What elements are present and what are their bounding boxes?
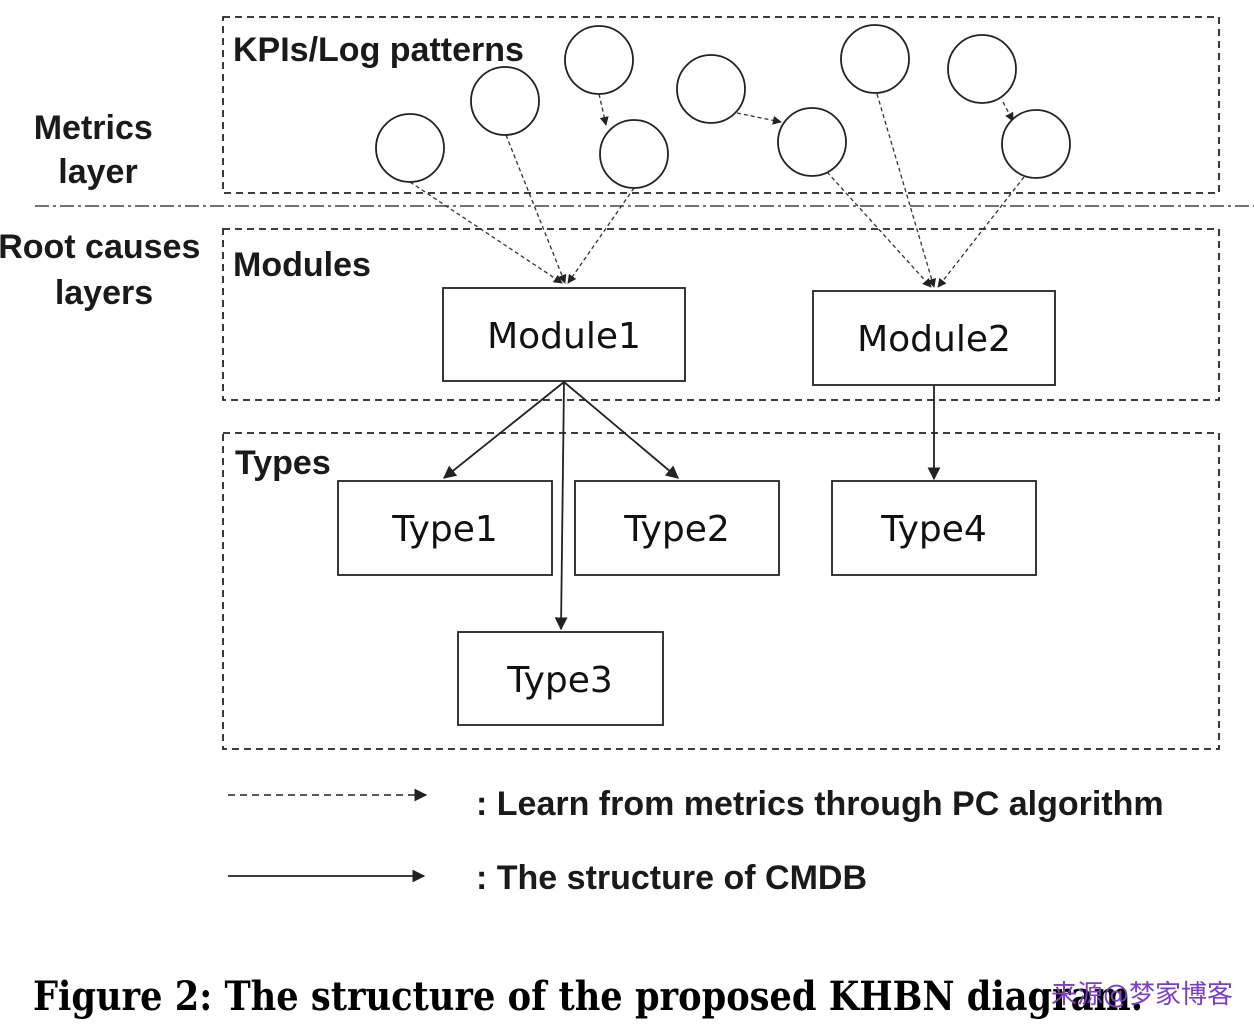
type4-label: Type4 bbox=[880, 509, 987, 550]
cmdb-edge bbox=[554, 381, 568, 631]
root-causes-layer-line-1: Root causes bbox=[0, 228, 200, 266]
legend-dashed-text: : Learn from metrics through PC algorith… bbox=[476, 785, 1164, 823]
metric-node bbox=[375, 113, 445, 183]
metric-node bbox=[777, 107, 847, 177]
figure-caption: Figure 2: The structure of the proposed … bbox=[33, 973, 1143, 1020]
kpis-region bbox=[222, 16, 1220, 194]
learned-edge bbox=[598, 93, 609, 126]
watermark: 来源@梦家博客 bbox=[1051, 980, 1233, 1010]
learned-edge bbox=[736, 112, 782, 125]
module2-label: Module2 bbox=[857, 319, 1011, 360]
metrics-layer-line-2: layer bbox=[58, 153, 137, 191]
type3-label: Type3 bbox=[506, 660, 613, 701]
type1-label: Type1 bbox=[391, 509, 498, 550]
root-causes-layer-line-2: layers bbox=[55, 274, 153, 312]
metric-node bbox=[676, 54, 746, 124]
kpis-region-title: KPIs/Log patterns bbox=[233, 31, 524, 69]
learned-edge bbox=[505, 134, 567, 284]
type2-box bbox=[574, 480, 780, 576]
type1-box bbox=[337, 480, 553, 576]
learned-edge bbox=[567, 187, 635, 284]
type3-box bbox=[457, 631, 664, 726]
learned-edge bbox=[876, 93, 937, 288]
metric-node bbox=[840, 24, 910, 94]
module1-label: Module1 bbox=[487, 316, 641, 357]
learned-edge bbox=[937, 176, 1025, 288]
metric-node bbox=[947, 34, 1017, 104]
learned-edge bbox=[409, 181, 563, 284]
learned-edge bbox=[1002, 101, 1014, 122]
module2-box bbox=[812, 290, 1056, 386]
learned-edges bbox=[409, 93, 1025, 288]
metric-nodes bbox=[375, 24, 1071, 189]
type2-label: Type2 bbox=[623, 509, 730, 550]
metric-node bbox=[599, 119, 669, 189]
types-region-title: Types bbox=[235, 444, 331, 482]
metrics-layer-line-1: Metrics bbox=[34, 109, 153, 147]
cmdb-edges bbox=[442, 381, 941, 631]
legend-solid-text: : The structure of CMDB bbox=[476, 859, 867, 897]
metrics-layer-label: Metrics layer bbox=[34, 109, 163, 191]
cmdb-edge bbox=[442, 381, 565, 479]
metric-node bbox=[564, 25, 634, 95]
metric-node bbox=[1001, 109, 1071, 179]
modules-region-title: Modules bbox=[233, 246, 371, 284]
modules-region bbox=[222, 228, 1220, 401]
module1-box bbox=[442, 287, 686, 382]
type4-box bbox=[831, 480, 1037, 576]
root-causes-layer-label: Root causes layers bbox=[0, 228, 210, 312]
metric-node bbox=[470, 66, 540, 136]
cmdb-edge bbox=[563, 381, 679, 479]
learned-edge bbox=[826, 171, 932, 288]
types-region bbox=[222, 432, 1220, 750]
